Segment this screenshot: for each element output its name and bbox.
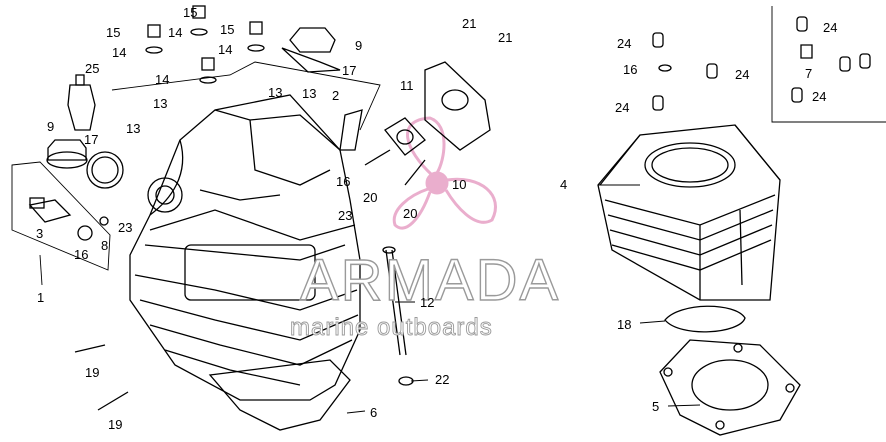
callout-9: 9 [47,119,54,134]
head-gasket-6 [208,359,351,431]
callout-5: 5 [652,399,659,414]
callout-10: 10 [452,177,466,192]
callout-13: 13 [268,85,282,100]
washer-22 [398,376,414,386]
callout-9: 9 [355,38,362,53]
callout-24: 24 [615,100,629,115]
callout-21: 21 [498,30,512,45]
callout-14: 14 [112,45,126,60]
callout-16: 16 [74,247,88,262]
callout-16: 16 [623,62,637,77]
cover-9-top [281,27,341,73]
watermark-brand: ARMADA [300,248,560,313]
cylinder-head [129,94,361,401]
callout-20: 20 [403,206,417,221]
callout-12: 12 [420,295,434,310]
callout-4: 4 [560,177,567,192]
callout-19: 19 [108,417,122,432]
callout-20: 20 [363,190,377,205]
bolt-stack-left [111,5,381,131]
head-side-cover [11,161,111,271]
callout-8: 8 [101,238,108,253]
callout-23: 23 [118,220,132,235]
callout-14: 14 [168,25,182,40]
leader-lines [39,184,701,414]
callout-11: 11 [400,78,414,93]
callout-15: 15 [220,22,234,37]
callout-15: 15 [106,25,120,40]
callout-2: 2 [332,88,339,103]
callout-24: 24 [617,36,631,51]
oil-filler-cap-9 [46,139,124,189]
callout-13: 13 [302,86,316,101]
long-bolt-12 [382,246,407,356]
callout-3: 3 [36,226,43,241]
callout-24: 24 [812,89,826,104]
intake-manifold-10 [364,61,491,186]
callout-21: 21 [462,16,476,31]
cylinder-block [597,124,781,301]
callout-18: 18 [617,317,631,332]
rocker-shaft-2 [339,109,363,151]
base-gasket-5 [659,339,801,436]
dowel-pins [652,6,886,123]
callout-24: 24 [735,67,749,82]
callout-14: 14 [218,42,232,57]
callout-14: 14 [155,72,169,87]
callout-25: 25 [85,61,99,76]
callout-22: 22 [435,372,449,387]
callout-19: 19 [85,365,99,380]
callout-15: 15 [183,5,197,20]
propeller-logo [392,116,497,230]
callout-13: 13 [126,121,140,136]
callout-13: 13 [153,96,167,111]
watermark-tagline: marine outboards [290,314,493,341]
spark-plug-25 [67,74,96,131]
plug-3 [28,197,72,223]
studs-19 [74,344,129,411]
callout-6: 6 [370,405,377,420]
callout-23: 23 [338,208,352,223]
o-ring-18 [664,305,746,333]
callout-7: 7 [805,66,812,81]
callout-16: 16 [336,174,350,189]
callout-17: 17 [342,63,356,78]
callout-1: 1 [37,290,44,305]
callout-24: 24 [823,20,837,35]
callout-17: 17 [84,132,98,147]
